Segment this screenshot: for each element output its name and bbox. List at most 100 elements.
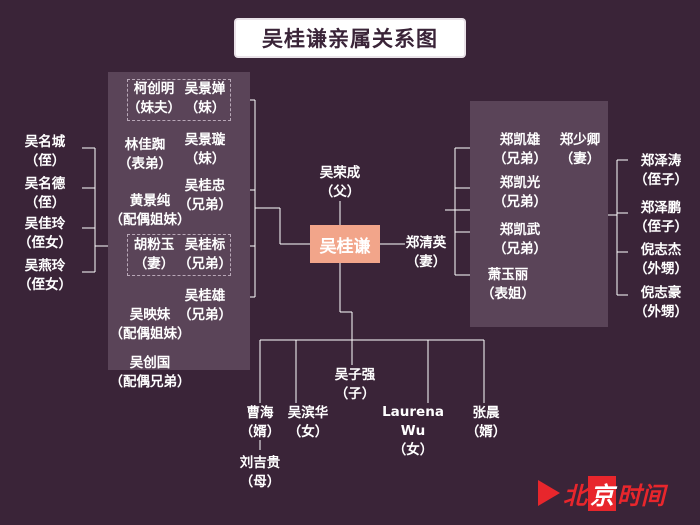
play-icon xyxy=(538,480,560,506)
name: 吴荣成 xyxy=(319,165,361,181)
name: 吴子强 xyxy=(334,367,376,383)
name: 郑清英 xyxy=(405,235,447,251)
sister-couple-box xyxy=(127,79,231,121)
relation: （侄子） xyxy=(634,219,688,235)
name: 林佳踟 xyxy=(124,137,166,153)
relation: （兄弟） xyxy=(178,307,232,323)
relation: （兄弟） xyxy=(178,256,232,272)
node-wu-jingchan: 吴景婵 （妹） xyxy=(185,80,226,118)
name: 曹海 xyxy=(246,405,274,421)
name: 吴佳玲 xyxy=(24,216,66,232)
relation: （妹） xyxy=(184,151,226,167)
relation: （兄弟） xyxy=(493,194,547,210)
beijing-time-logo: 北 京 时间 xyxy=(538,475,665,511)
name: 郑凯武 xyxy=(499,222,541,238)
name: 黄景纯 xyxy=(129,193,171,209)
relation: （配偶兄弟） xyxy=(109,374,191,390)
name: 吴名德 xyxy=(24,176,66,192)
name: 郑泽鹏 xyxy=(640,200,682,216)
node-ni-zhijie: 倪志杰 （外甥） xyxy=(634,241,688,279)
node-cao-hai: 曹海 （婿） xyxy=(240,404,281,442)
relation: （表姐） xyxy=(481,286,535,302)
name: 吴映妹 xyxy=(129,307,171,323)
relation: （妻） xyxy=(133,256,175,272)
node-hu-fenyu: 胡粉玉 （妻） xyxy=(134,236,175,274)
name: 郑少卿 xyxy=(559,132,601,148)
relation: （女） xyxy=(287,424,329,440)
name: 吴名城 xyxy=(24,134,66,150)
node-lin-jiazhi: 林佳踟 （表弟） xyxy=(118,136,172,174)
node-wu-mingde: 吴名德 （侄） xyxy=(25,175,66,213)
relation: （子） xyxy=(334,386,376,402)
node-zheng-qingying: 郑清英 （妻） xyxy=(406,234,447,272)
node-wu-binhua: 吴滨华 （女） xyxy=(288,404,329,442)
relation: （配偶姐妹） xyxy=(109,326,191,342)
node-zhang-chen: 张晨 （婿） xyxy=(466,404,507,442)
node-huang-jingchun: 黄景纯 （配偶姐妹） xyxy=(110,192,191,230)
node-wu-chuangguo: 吴创国 （配偶兄弟） xyxy=(110,354,191,392)
relation: （侄女） xyxy=(18,235,72,251)
name: 吴燕玲 xyxy=(24,258,66,274)
name: 倪志杰 xyxy=(640,242,682,258)
relation: （外甥） xyxy=(634,304,688,320)
node-ke-chuangming: 柯创明 （妹夫） xyxy=(127,80,181,118)
brother-couple-box xyxy=(127,234,231,276)
name: 倪志豪 xyxy=(640,285,682,301)
logo-text-2: 京 xyxy=(588,475,616,511)
node-zheng-kaiguang: 郑凯光 （兄弟） xyxy=(493,174,547,212)
relation: （侄女） xyxy=(18,277,72,293)
relation: （妻） xyxy=(559,151,601,167)
relation: （妹夫） xyxy=(127,100,181,116)
node-wu-rongcheng: 吴荣成 （父） xyxy=(320,164,361,202)
node-wu-mingcheng: 吴名城 （侄） xyxy=(25,133,66,171)
page-title: 吴桂谦亲属关系图 xyxy=(236,20,464,56)
node-zheng-zetao: 郑泽涛 （侄子） xyxy=(634,152,688,190)
name: 郑泽涛 xyxy=(640,153,682,169)
name: 萧玉丽 xyxy=(487,267,529,283)
name: 张晨 xyxy=(472,405,500,421)
node-wu-yanling: 吴燕玲 （侄女） xyxy=(18,257,72,295)
name: 吴创国 xyxy=(129,355,171,371)
relation: （外甥） xyxy=(634,261,688,277)
paternal-family-panel xyxy=(108,72,250,370)
node-zheng-kaiwu: 郑凯武 （兄弟） xyxy=(493,221,547,259)
name: 吴桂雄 xyxy=(184,288,226,304)
name: 吴景婵 xyxy=(184,81,226,97)
relation: （父） xyxy=(319,184,361,200)
node-xiao-yuli: 萧玉丽 （表姐） xyxy=(481,266,535,304)
name: 吴桂忠 xyxy=(184,178,226,194)
name: 柯创明 xyxy=(133,81,175,97)
node-wu-guizhong: 吴桂忠 （兄弟） xyxy=(178,177,232,215)
relation: （兄弟） xyxy=(493,151,547,167)
name: 郑凯雄 xyxy=(499,132,541,148)
maternal-family-panel xyxy=(470,101,608,327)
relation: （妻） xyxy=(405,254,447,270)
relation: （妹） xyxy=(184,100,226,116)
name: 吴景璇 xyxy=(184,132,226,148)
relation: （婿） xyxy=(465,424,507,440)
relation: （配偶姐妹） xyxy=(109,212,191,228)
node-zheng-kaixiong: 郑凯雄 （兄弟） xyxy=(493,131,547,169)
node-wu-jingxuan: 吴景璇 （妹） xyxy=(185,131,226,169)
name-line2: Wu xyxy=(400,423,426,439)
node-zheng-shaoqing: 郑少卿 （妻） xyxy=(560,131,601,169)
name: 吴滨华 xyxy=(287,405,329,421)
relation: （母） xyxy=(239,474,281,490)
name: 胡粉玉 xyxy=(133,237,175,253)
node-wu-jialing: 吴佳玲 （侄女） xyxy=(18,215,72,253)
relation: （兄弟） xyxy=(178,197,232,213)
node-ni-zhihao: 倪志豪 （外甥） xyxy=(634,284,688,322)
node-wu-yingmei: 吴映妹 （配偶姐妹） xyxy=(110,306,191,344)
relation: （侄子） xyxy=(634,172,688,188)
name: 郑凯光 xyxy=(499,175,541,191)
node-wu-ziqiang: 吴子强 （子） xyxy=(335,366,376,404)
node-liu-jigui: 刘吉贵 （母） xyxy=(240,454,281,492)
relation: （婿） xyxy=(239,424,281,440)
logo-text-3: 时间 xyxy=(617,481,665,510)
name: 吴桂标 xyxy=(184,237,226,253)
node-laurena-wu: Laurena Wu （女） xyxy=(382,403,444,460)
name: 刘吉贵 xyxy=(239,455,281,471)
relation: （女） xyxy=(392,442,434,458)
relation: （侄） xyxy=(24,195,66,211)
node-wu-guixiong: 吴桂雄 （兄弟） xyxy=(178,287,232,325)
